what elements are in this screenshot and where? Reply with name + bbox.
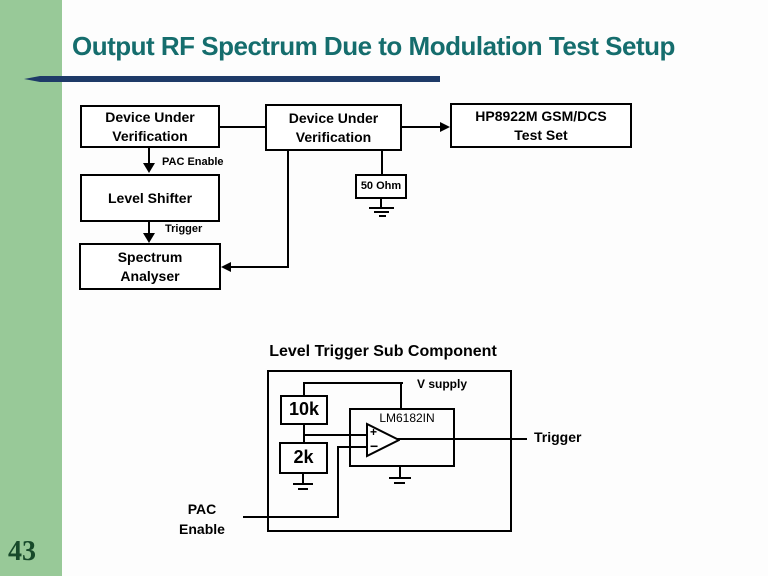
opamp-box (349, 408, 455, 467)
vsupply-rail (303, 382, 403, 384)
wire-trigger-output (397, 438, 527, 440)
opamp-minus-label: − (370, 438, 379, 454)
level-shifter-label: Level Shifter (107, 189, 193, 206)
arrowhead-into-spectrum (143, 233, 155, 243)
vsupply-drop-10k (303, 382, 305, 396)
opamp-ground-bar2 (394, 482, 405, 484)
arrowhead-into-spectrum-right (221, 262, 231, 272)
vsupply-drop-opamp (400, 382, 402, 409)
wire-duv2-testset (402, 126, 442, 128)
vsupply-label: V supply (417, 377, 468, 391)
opamp-part-label: LM6182IN (379, 411, 435, 425)
trigger-wire-label: Trigger (165, 223, 203, 235)
opamp-plus-label: + (370, 425, 378, 439)
wire-minus-down (337, 446, 339, 518)
load-ground-stem (380, 199, 382, 208)
resistor-10k-label: 10k (288, 399, 320, 420)
title-underline (40, 76, 440, 82)
schematic-title: Level Trigger Sub Component (269, 343, 497, 360)
wire-divider-plus-input (303, 434, 367, 436)
r2-ground-stem (302, 474, 304, 483)
load-ground-bar1 (369, 207, 394, 209)
opamp-ground-stem (399, 467, 401, 477)
wire-duv2-down (287, 151, 289, 267)
trigger-output-label: Trigger (534, 429, 582, 445)
wire-levelshifter-spectrum (148, 222, 150, 233)
left-accent-bar (0, 0, 62, 576)
level-shifter-box: Level Shifter (80, 174, 220, 222)
load-label: 50 Ohm (360, 180, 402, 193)
load-ground-bar3 (379, 215, 386, 217)
wire-pac-enable (243, 516, 339, 518)
arrowhead-into-testset (440, 122, 450, 132)
wire-into-spectrum-right (231, 266, 289, 268)
wire-duv1-levelshifter (148, 148, 150, 163)
r2-ground-bar1 (293, 483, 313, 485)
slide-title: Output RF Spectrum Due to Modulation Tes… (72, 31, 675, 61)
load-ground-bar2 (374, 211, 389, 213)
resistor-10k-box: 10k (280, 395, 328, 425)
arrowhead-into-levelshifter (143, 163, 155, 173)
pac-enable-wire-label: PAC Enable (162, 156, 224, 168)
load-box: 50 Ohm (355, 174, 407, 199)
resistor-2k-label: 2k (293, 447, 314, 468)
r2-ground-bar2 (298, 488, 308, 490)
opamp-ground-bar1 (389, 477, 411, 479)
wire-duv2-load (381, 151, 383, 174)
opamp-triangle-icon (366, 422, 400, 458)
schematic-boundary (267, 370, 512, 532)
title-underline-taper (24, 76, 40, 82)
wire-10k-2k (303, 425, 305, 442)
wire-duv1-duv2 (220, 126, 265, 128)
wire-minus-input (337, 446, 367, 448)
resistor-2k-box: 2k (279, 442, 328, 474)
page-number: 43 (8, 536, 36, 567)
